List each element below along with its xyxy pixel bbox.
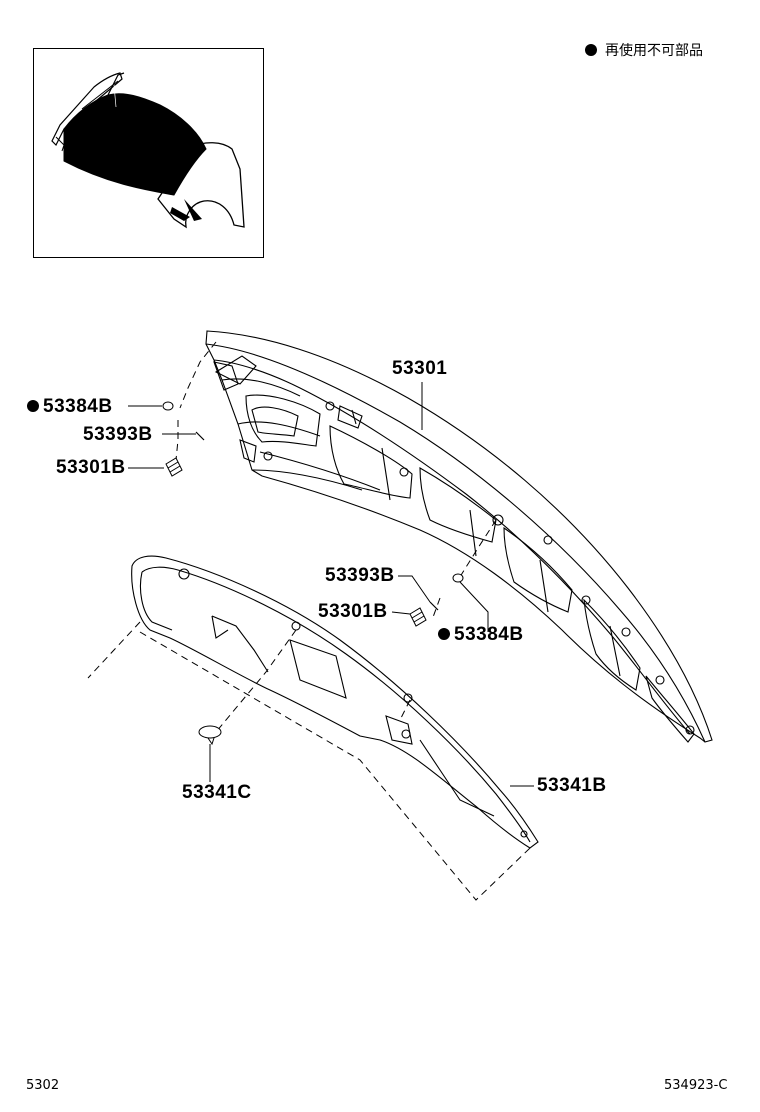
non-reusable-dot-icon — [438, 628, 450, 640]
car-front-icon — [51, 72, 245, 229]
non-reusable-dot-icon — [585, 44, 597, 56]
label-53384b-right-text: 53384B — [454, 624, 524, 645]
label-53301: 53301 — [392, 358, 448, 379]
label-53384b-right: 53384B — [438, 625, 524, 645]
hood-panel — [205, 330, 713, 743]
pin-53393b-right-icon — [429, 601, 439, 611]
legend-text: 再使用不可部品 — [605, 43, 703, 59]
pin-53393b-left-icon — [195, 431, 205, 441]
label-53301b-right: 53301B — [318, 601, 388, 622]
spring-53301b-left-icon — [165, 457, 183, 477]
label-53301b-left: 53301B — [56, 457, 126, 478]
label-53393b-right: 53393B — [325, 565, 395, 586]
location-inset — [33, 48, 264, 258]
label-53384b-left: 53384B — [27, 397, 113, 417]
label-53393b-left: 53393B — [83, 424, 153, 445]
label-53341c: 53341C — [182, 782, 252, 803]
push-rivet-53341c-icon — [198, 725, 222, 746]
footer-page-number: 5302 — [26, 1078, 60, 1093]
legend: 再使用不可部品 — [585, 40, 703, 60]
footer-figure-code: 534923-C — [664, 1078, 728, 1093]
label-53384b-left-text: 53384B — [43, 396, 113, 417]
clip-53384b-left-icon — [162, 401, 174, 411]
clip-53384b-right-icon — [452, 573, 464, 583]
spring-53301b-right-icon — [409, 607, 427, 627]
non-reusable-dot-icon — [27, 400, 39, 412]
hood-silencer-pad — [131, 555, 539, 849]
alignment-lines — [87, 341, 531, 901]
label-53341b: 53341B — [537, 775, 607, 796]
leader-lines — [128, 382, 534, 787]
